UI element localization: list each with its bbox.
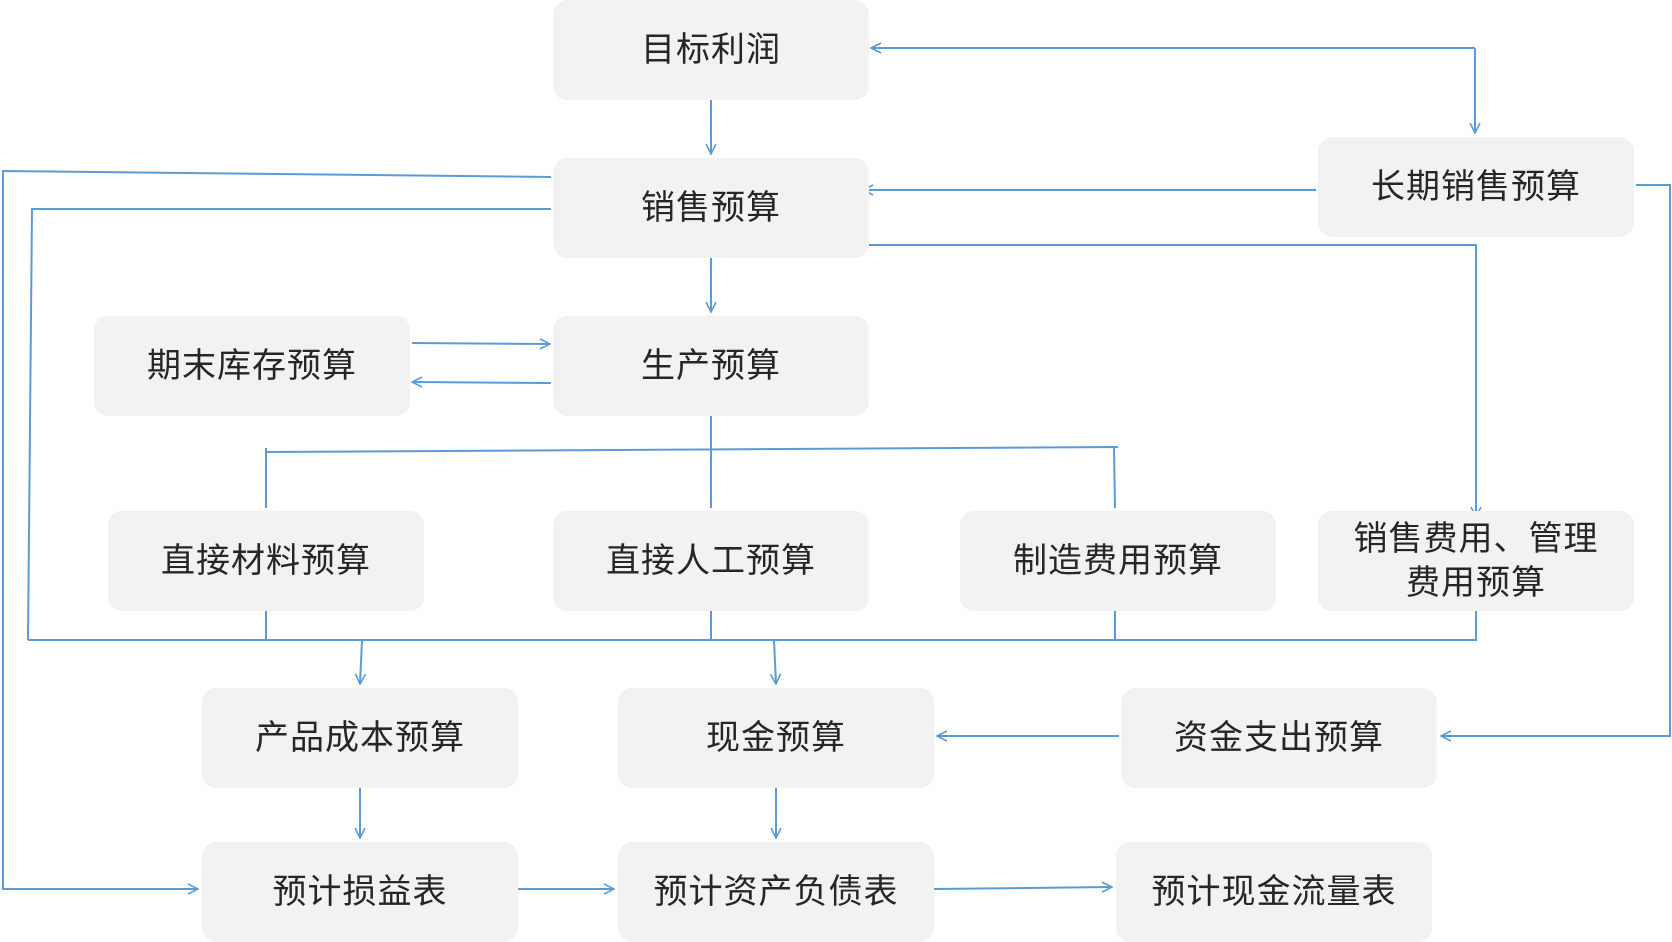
edge-sales-to-bus xyxy=(27,208,551,641)
node-label-line2: 费用预算 xyxy=(1406,563,1546,603)
node-projected-balance-sheet: 预计资产负债表 xyxy=(618,842,934,942)
edge-longsale-to-capex xyxy=(1441,184,1671,736)
node-long-term-sales-budget: 长期销售预算 xyxy=(1318,137,1634,237)
node-production-budget: 生产预算 xyxy=(553,316,869,416)
edge-sales-to-pl xyxy=(2,169,552,889)
node-label: 预计现金流量表 xyxy=(1151,872,1397,912)
node-projected-income-statement: 预计损益表 xyxy=(202,842,518,942)
edge-endinv-to-production xyxy=(411,343,550,344)
node-direct-labor-budget: 直接人工预算 xyxy=(553,511,869,611)
node-label: 预计损益表 xyxy=(272,872,448,912)
node-label: 产品成本预算 xyxy=(255,718,465,758)
node-label: 长期销售预算 xyxy=(1371,167,1581,207)
node-label-line1: 销售费用、管理 xyxy=(1353,519,1599,559)
node-product-cost-budget: 产品成本预算 xyxy=(202,688,518,788)
node-label: 生产预算 xyxy=(641,346,781,386)
edge-production-to-endinv xyxy=(412,382,552,383)
edge-branch-to-overhead xyxy=(1113,446,1116,509)
node-label: 期末库存预算 xyxy=(147,346,357,386)
node-label: 现金预算 xyxy=(706,718,846,758)
node-label: 销售预算 xyxy=(641,188,781,228)
node-label: 目标利润 xyxy=(641,30,781,70)
edge-bus-to-cash xyxy=(774,639,776,684)
node-label: 资金支出预算 xyxy=(1174,718,1384,758)
node-projected-cash-flow-statement: 预计现金流量表 xyxy=(1116,842,1432,942)
node-selling-admin-budget: 销售费用、管理 费用预算 xyxy=(1318,511,1634,611)
node-direct-materials-budget: 直接材料预算 xyxy=(108,511,424,611)
node-label: 直接人工预算 xyxy=(606,541,816,581)
node-sales-budget: 销售预算 xyxy=(553,158,869,258)
node-label: 预计资产负债表 xyxy=(653,872,899,912)
node-target-profit: 目标利润 xyxy=(553,0,869,100)
node-ending-inventory-budget: 期末库存预算 xyxy=(94,316,410,416)
edge-production-branch xyxy=(265,446,1119,453)
node-label: 直接材料预算 xyxy=(161,541,371,581)
edge-sales-to-selladm xyxy=(869,244,1476,517)
edge-bs-to-cf xyxy=(933,887,1112,889)
edge-bus-to-cost xyxy=(360,639,362,684)
node-cash-budget: 现金预算 xyxy=(618,688,934,788)
node-label-group: 销售费用、管理 费用预算 xyxy=(1354,517,1599,605)
node-label: 制造费用预算 xyxy=(1013,541,1223,581)
node-capital-expenditure-budget: 资金支出预算 xyxy=(1121,688,1437,788)
node-manufacturing-overhead-budget: 制造费用预算 xyxy=(960,511,1276,611)
edge-bottom-bus xyxy=(28,611,1477,641)
